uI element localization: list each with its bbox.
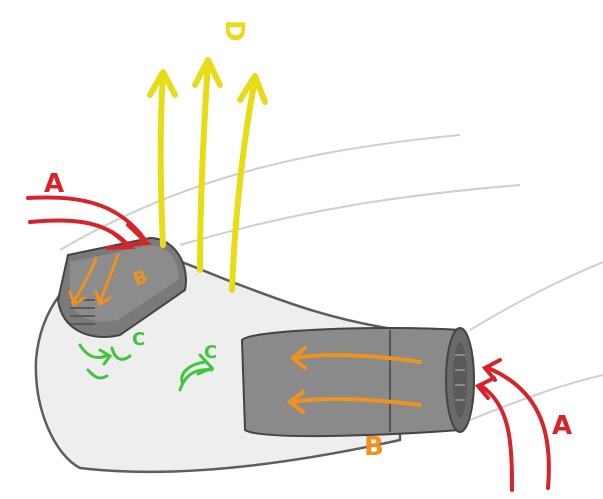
label-c-center: C (204, 342, 217, 363)
exhaust-arrows-d (147, 57, 268, 293)
circulation-arrows-c (78, 343, 215, 392)
intake-arrows-a-right (474, 358, 551, 492)
exhaust-arrow-1 (157, 72, 166, 248)
label-b-bottom: B (364, 432, 384, 462)
label-a-bottom: A (552, 411, 572, 441)
diagram-labels: A A B B C C D (44, 20, 572, 462)
airflow-arrows-b-right (286, 346, 422, 414)
label-d-top: D (219, 20, 249, 42)
exhaust-arrow-2 (197, 59, 211, 273)
label-c-left: C (132, 329, 145, 350)
left-intake-duct (56, 236, 187, 338)
airflow-arrows-b-left (68, 253, 120, 307)
label-b-top: B (131, 266, 151, 290)
exhaust-arrow-3 (229, 77, 258, 293)
intake-arrows-a-left (26, 195, 152, 250)
right-intake-tube (240, 327, 475, 438)
label-a-top: A (44, 169, 64, 199)
background-guide-curves (59, 134, 603, 421)
